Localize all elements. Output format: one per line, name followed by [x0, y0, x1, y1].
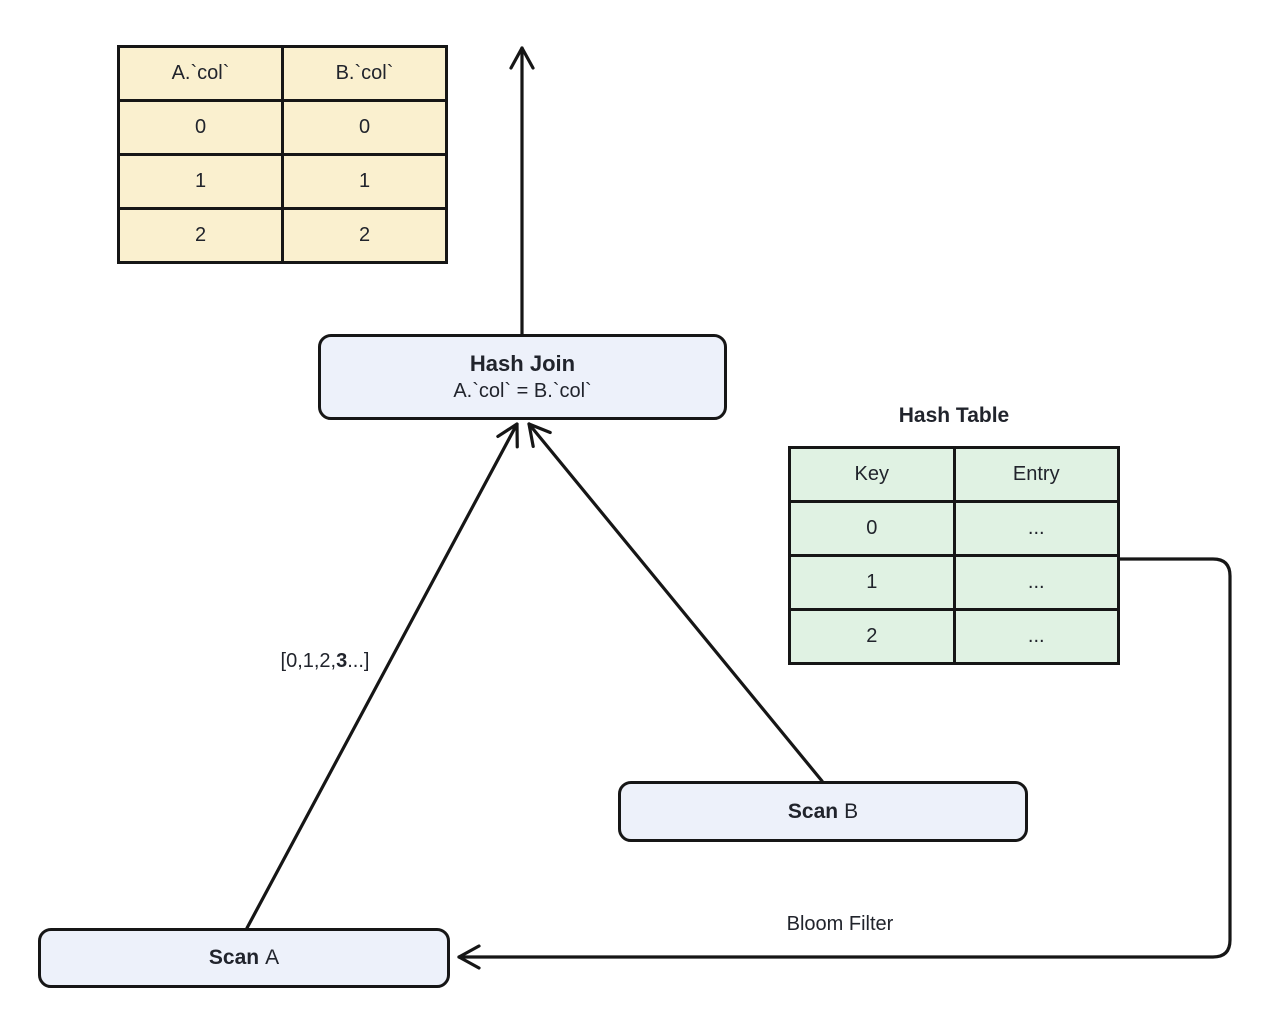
result-table-cell: 0 — [281, 99, 448, 156]
table-row: 0 ... — [788, 500, 1120, 557]
scan-a-label-bold: Scan — [208, 946, 260, 969]
table-row: 2 ... — [788, 608, 1120, 665]
edge-scan-b-to-hash-join — [527, 422, 824, 783]
hash-table-cell: 0 — [788, 500, 956, 557]
hash-table-cell: ... — [952, 554, 1120, 611]
result-table-cell: 2 — [281, 207, 448, 264]
hash-table-cell: 2 — [788, 608, 956, 665]
table-row: 1 1 — [117, 153, 448, 210]
scan-a-label-rest: A — [265, 946, 280, 969]
hash-table-cell: ... — [952, 500, 1120, 557]
result-table-header-b: B.`col` — [281, 45, 448, 102]
hash-join-condition: A.`col` = B.`col` — [453, 380, 592, 402]
hash-table: Key Entry 0 ... 1 ... 2 ... — [788, 446, 1120, 665]
hash-table-header-key: Key — [788, 446, 956, 503]
hash-table-cell: 1 — [788, 554, 956, 611]
hash-table-header-entry: Entry — [952, 446, 1120, 503]
bloom-filter-label: Bloom Filter — [786, 913, 894, 935]
result-table-cell: 0 — [117, 99, 284, 156]
hash-join-title: Hash Join — [469, 351, 576, 376]
table-row: 1 ... — [788, 554, 1120, 611]
build-values-bold: 3 — [336, 650, 348, 672]
result-table-cell: 2 — [117, 207, 284, 264]
build-values-prefix: [0,1,2, — [280, 650, 337, 672]
result-table: A.`col` B.`col` 0 0 1 1 2 2 — [117, 45, 448, 264]
hash-join-node: Hash Join A.`col` = B.`col` — [318, 334, 727, 420]
build-values-suffix: ...] — [347, 650, 370, 672]
scan-b-label-bold: Scan — [787, 799, 839, 823]
hash-table-cell: ... — [952, 608, 1120, 665]
table-row: 2 2 — [117, 207, 448, 264]
scan-b-label-rest: B — [844, 799, 859, 823]
table-row: 0 0 — [117, 99, 448, 156]
edge-scan-a-to-hash-join — [245, 422, 519, 930]
build-side-values-label: [0,1,2,3...] — [260, 650, 390, 673]
result-table-cell: 1 — [281, 153, 448, 210]
scan-b-node: Scan B — [618, 781, 1028, 842]
hash-table-title: Hash Table — [898, 404, 1010, 427]
result-table-cell: 1 — [117, 153, 284, 210]
result-table-header-a: A.`col` — [117, 45, 284, 102]
table-row: A.`col` B.`col` — [117, 45, 448, 102]
table-row: Key Entry — [788, 446, 1120, 503]
scan-a-node: Scan A — [38, 928, 450, 988]
